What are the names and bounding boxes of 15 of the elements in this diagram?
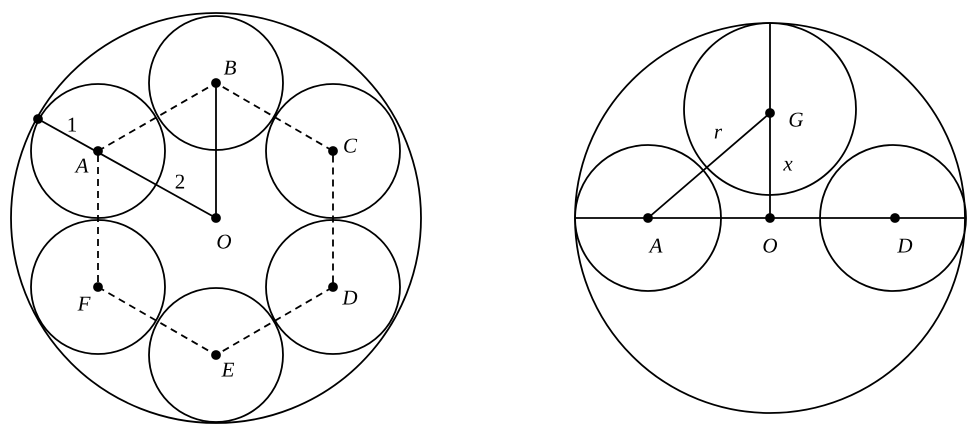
point-label: 1	[66, 114, 78, 136]
point-label: D	[897, 236, 913, 256]
point-label: x	[783, 154, 793, 174]
point-label: O	[762, 236, 778, 256]
point-label: A	[76, 156, 88, 176]
point-label: E	[222, 360, 234, 380]
point-label: r	[714, 122, 722, 142]
point-label: B	[224, 58, 236, 78]
point-label: 2	[174, 172, 186, 192]
point-label: O	[216, 232, 232, 252]
point-label: D	[342, 288, 358, 308]
point-label: G	[788, 110, 804, 130]
point-label: C	[343, 136, 357, 156]
point-label: F	[78, 294, 90, 314]
point-label: A	[650, 236, 662, 256]
